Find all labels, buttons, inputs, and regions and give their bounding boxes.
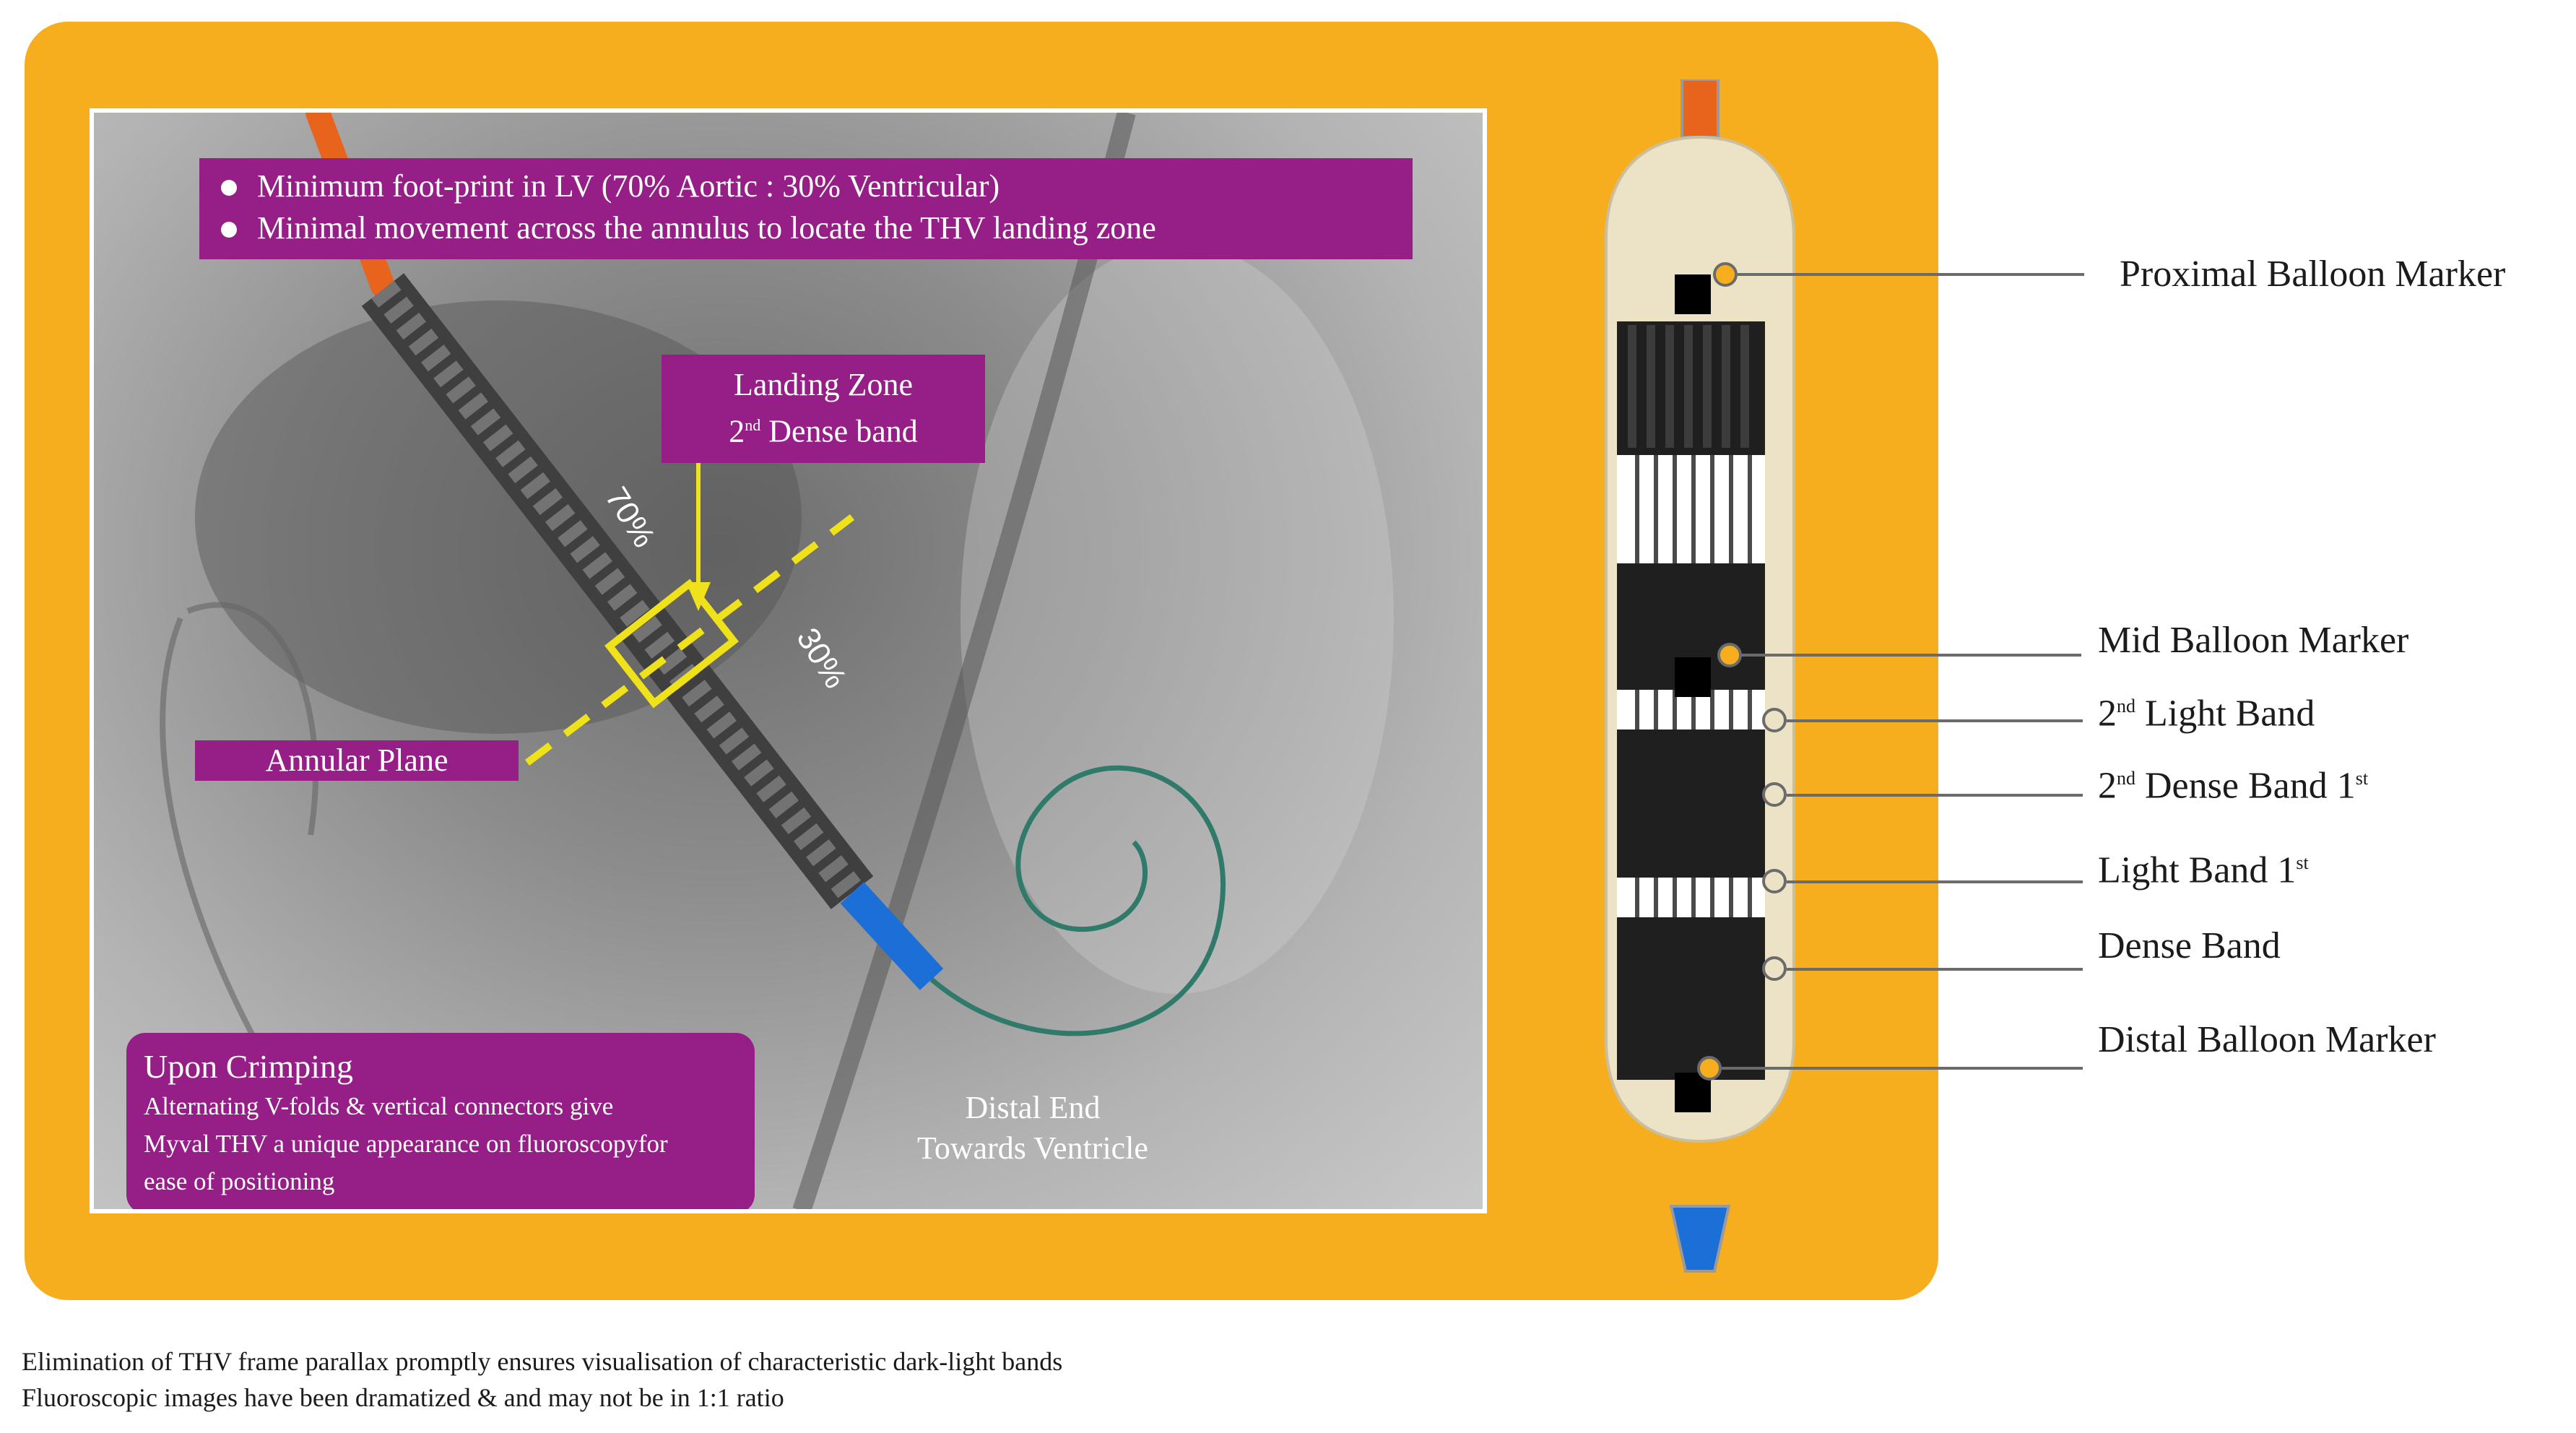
label-dense-band: Dense Band [2098,925,2281,966]
lung-shadow [960,243,1394,994]
caption-line-1: Elimination of THV frame parallax prompt… [22,1347,1063,1376]
valve-schematic [1605,79,1795,1273]
bullet-footprint: Minimum foot-print in LV (70% Aortic : 3… [221,165,1413,207]
dense2-ring [1762,782,1787,807]
dense-leader [1787,968,2083,971]
crimping-line-3: ease of positioning [144,1167,335,1195]
landing-zone-subtitle: 2nd Dense band [729,413,918,449]
distal-leader [1722,1067,2083,1070]
proximal-leader [1738,273,2084,276]
dense-ring [1762,956,1787,981]
orange-panel: Minimum foot-print in LV (70% Aortic : 3… [25,22,1938,1300]
distal-end-label: Distal End Towards Ventricle [859,1088,1206,1169]
proximal-light-band [1617,455,1765,563]
crimping-note: Upon Crimping Alternating V-folds & vert… [126,1033,755,1209]
dense-stripes [1628,325,1749,448]
crimping-line-2: Myval THV a unique appearance on fluoros… [144,1130,668,1158]
proximal-ring [1713,262,1738,287]
schematic-blue-tip [1669,1205,1731,1273]
guidewire-coil [929,765,1226,1036]
label-mid-balloon-marker: Mid Balloon Marker [2098,620,2409,661]
mid-marker-square [1675,657,1711,697]
distal-ring [1697,1056,1722,1081]
first-light-band [1617,878,1765,917]
light1-ring [1762,869,1787,893]
landing-zone-label: Landing Zone 2nd Dense band [662,355,985,463]
crimping-line-1: Alternating V-folds & vertical connector… [144,1092,614,1120]
fluoroscopy-image: Minimum foot-print in LV (70% Aortic : 3… [90,108,1487,1213]
caption-line-2: Fluoroscopic images have been dramatized… [22,1383,784,1412]
landing-arrow-head [686,582,711,611]
catheter-stub [1681,79,1719,139]
landing-zone-box [604,579,739,709]
proximal-marker-square [1675,274,1711,314]
label-second-dense-band: 2nd Dense Band 1st [2098,765,2369,807]
annular-plane-line [524,514,855,766]
crimping-title: Upon Crimping [144,1048,354,1085]
light2-leader [1787,719,2083,722]
label-proximal-balloon-marker: Proximal Balloon Marker [2120,254,2506,295]
distal-end-line-2: Towards Ventricle [917,1130,1148,1166]
vessel-shadow [792,113,1136,1209]
bullet-movement: Minimal movement across the annulus to l… [221,207,1413,249]
label-first-light-band: Light Band 1st [2098,849,2309,891]
mid-ring [1717,643,1742,667]
caption: Elimination of THV frame parallax prompt… [22,1343,1062,1416]
annular-plane-label: Annular Plane [195,740,519,781]
landing-zone-title: Landing Zone [733,367,914,402]
label-distal-balloon-marker: Distal Balloon Marker [2098,1019,2436,1060]
blue-tip [840,882,944,990]
light2-ring [1762,708,1787,732]
key-points-box: Minimum foot-print in LV (70% Aortic : 3… [199,158,1413,259]
light1-leader [1787,880,2083,883]
distal-end-line-1: Distal End [965,1090,1101,1125]
label-second-light-band: 2nd Light Band [2098,693,2315,735]
mid-leader [1742,654,2081,657]
valve-pattern [371,280,864,902]
dense2-leader [1787,794,2083,797]
pigtail-catheter-loop [186,602,318,836]
